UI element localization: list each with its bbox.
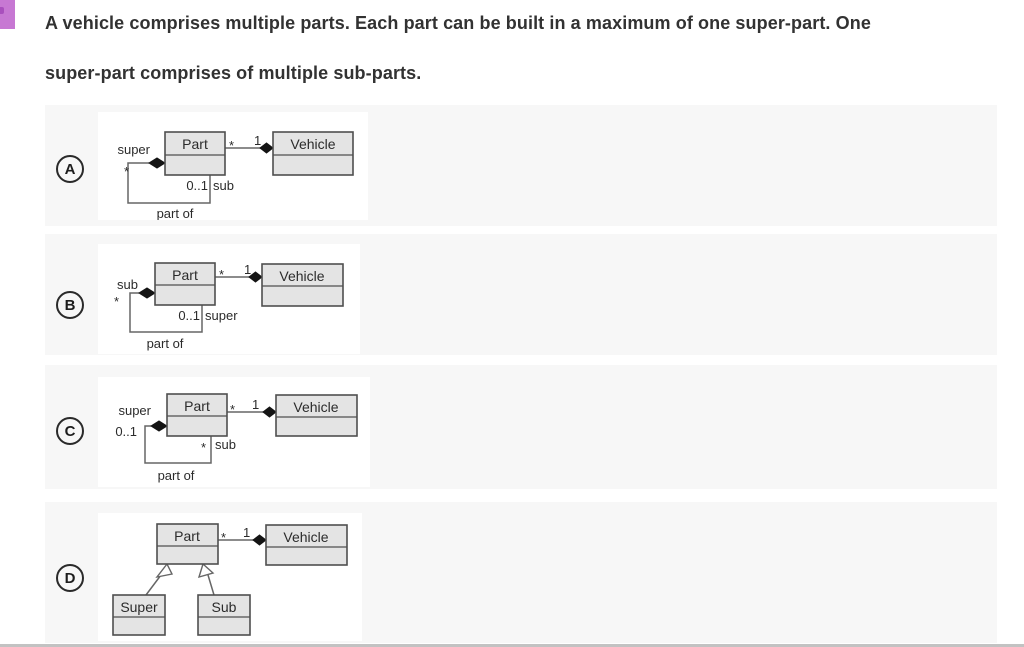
class-box-vehicle xyxy=(275,394,358,437)
assoc-part-multiplicity: * xyxy=(229,138,234,153)
diagram-panel-b: Part Vehicle * 1 sub * 0..1 super part o… xyxy=(98,244,360,354)
role-label-bottom: sub xyxy=(215,437,236,452)
accent-badge-dot-icon xyxy=(0,7,4,14)
option-letter-badge-c[interactable]: C xyxy=(56,417,84,445)
vehicle-class-name: Vehicle xyxy=(283,529,328,545)
uml-diagram-b: Part Vehicle * 1 sub * 0..1 super part o… xyxy=(114,262,344,351)
association-name-label: part of xyxy=(147,336,184,351)
association-name-label: part of xyxy=(157,206,194,220)
uml-diagram-a: Part Vehicle * 1 super * 0..1 sub part o… xyxy=(117,131,354,220)
part-class-name: Part xyxy=(172,267,198,283)
generalization-line-sub xyxy=(207,574,215,596)
assoc-part-multiplicity: * xyxy=(219,267,224,282)
option-letter-d: D xyxy=(64,569,76,587)
class-box-part xyxy=(156,523,219,565)
sub-class-name: Sub xyxy=(212,599,237,615)
association-name-label: part of xyxy=(158,468,195,483)
role-label-bottom: sub xyxy=(213,178,234,193)
composition-diamond-icon xyxy=(252,534,267,546)
vehicle-class-name: Vehicle xyxy=(279,268,324,284)
assoc-vehicle-multiplicity: 1 xyxy=(243,525,250,540)
option-letter-badge-a[interactable]: A xyxy=(56,155,84,183)
multiplicity-label-bottom: 0..1 xyxy=(186,178,208,193)
diagram-panel-c: Part Vehicle * 1 super 0..1 * sub part o… xyxy=(98,377,370,487)
self-composition-diamond-icon xyxy=(150,420,168,432)
role-label-bottom: super xyxy=(205,308,238,323)
role-label-left: super xyxy=(118,403,151,418)
option-letter-badge-d[interactable]: D xyxy=(56,564,84,592)
self-composition-diamond-icon xyxy=(138,287,156,299)
assoc-vehicle-multiplicity: 1 xyxy=(254,133,261,148)
class-box-vehicle xyxy=(265,524,348,566)
diagram-panel-a: Part Vehicle * 1 super * 0..1 sub part o… xyxy=(98,112,368,220)
question-line-2: super-part comprises of multiple sub-par… xyxy=(45,63,422,83)
part-class-name: Part xyxy=(184,398,210,414)
diagram-panel-d: Part Vehicle Super Sub * 1 xyxy=(98,513,362,641)
part-class-name: Part xyxy=(182,136,208,152)
role-label-left: super xyxy=(117,142,150,157)
multiplicity-label-bottom: * xyxy=(201,440,206,455)
self-composition-diamond-icon xyxy=(148,157,166,169)
assoc-part-multiplicity: * xyxy=(230,402,235,417)
class-box-vehicle xyxy=(272,131,354,176)
assoc-part-multiplicity: * xyxy=(221,530,226,545)
assoc-vehicle-multiplicity: 1 xyxy=(252,397,259,412)
multiplicity-label-left: * xyxy=(114,294,119,309)
super-class-name: Super xyxy=(120,599,158,615)
class-box-part xyxy=(166,393,228,437)
generalization-line-super xyxy=(145,574,162,596)
part-class-name: Part xyxy=(174,528,200,544)
class-box-sub xyxy=(197,594,251,636)
question-line-1: A vehicle comprises multiple parts. Each… xyxy=(45,13,871,33)
generalization-arrow-icon-super xyxy=(155,562,174,579)
self-association-line xyxy=(144,425,212,464)
class-box-super xyxy=(112,594,166,636)
uml-diagram-d: Part Vehicle Super Sub * 1 xyxy=(112,523,348,636)
multiplicity-label-left: 0..1 xyxy=(115,424,137,439)
option-letter-c: C xyxy=(64,422,76,440)
vehicle-class-name: Vehicle xyxy=(290,136,335,152)
window-bottom-border xyxy=(0,644,1024,647)
composition-diamond-icon xyxy=(248,271,263,283)
question-text: A vehicle comprises multiple parts. Each… xyxy=(45,0,1005,98)
self-association-line xyxy=(129,292,203,333)
multiplicity-label-left: * xyxy=(124,164,129,179)
generalization-arrow-icon-sub xyxy=(197,562,215,579)
option-letter-b: B xyxy=(64,296,76,314)
corner-accent-badge xyxy=(0,0,15,29)
class-box-vehicle xyxy=(261,263,344,307)
role-label-left: sub xyxy=(117,277,138,292)
class-box-part xyxy=(164,131,226,176)
option-letter-badge-b[interactable]: B xyxy=(56,291,84,319)
composition-diamond-icon xyxy=(259,142,274,154)
self-association-line xyxy=(127,162,211,204)
option-letter-a: A xyxy=(64,160,76,178)
uml-diagram-c: Part Vehicle * 1 super 0..1 * sub part o… xyxy=(115,393,358,483)
multiplicity-label-bottom: 0..1 xyxy=(178,308,200,323)
class-box-part xyxy=(154,262,216,306)
composition-diamond-icon xyxy=(262,406,277,418)
vehicle-class-name: Vehicle xyxy=(293,399,338,415)
assoc-vehicle-multiplicity: 1 xyxy=(244,262,251,277)
